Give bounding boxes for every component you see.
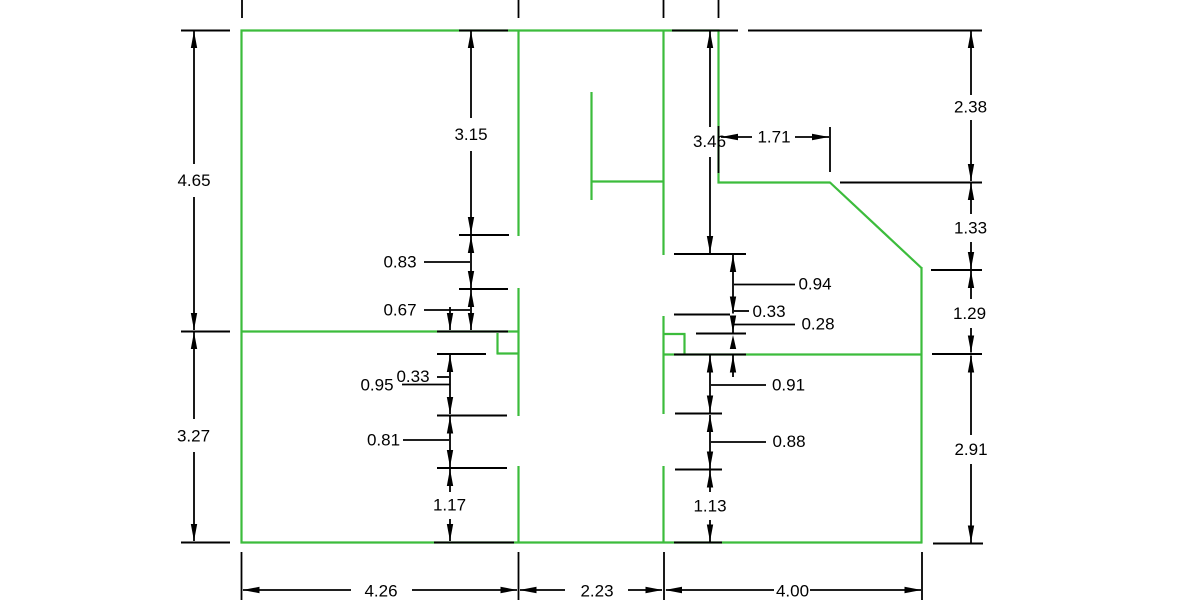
svg-text:1.71: 1.71: [757, 128, 790, 147]
svg-text:0.33: 0.33: [752, 302, 785, 321]
svg-text:0.91: 0.91: [772, 376, 805, 395]
svg-text:0.81: 0.81: [367, 431, 400, 450]
svg-text:1.33: 1.33: [954, 219, 987, 238]
svg-text:0.88: 0.88: [772, 432, 805, 451]
svg-text:1.29: 1.29: [953, 304, 986, 323]
svg-text:1.13: 1.13: [693, 497, 726, 516]
svg-text:4.00: 4.00: [776, 582, 809, 601]
svg-text:0.67: 0.67: [383, 301, 416, 320]
svg-text:3.15: 3.15: [454, 125, 487, 144]
svg-text:4.65: 4.65: [177, 171, 210, 190]
svg-text:0.83: 0.83: [383, 253, 416, 272]
svg-text:2.38: 2.38: [954, 98, 987, 117]
svg-text:1.17: 1.17: [433, 496, 466, 515]
svg-text:3.46: 3.46: [693, 132, 726, 151]
svg-text:4.26: 4.26: [364, 582, 397, 601]
svg-text:0.94: 0.94: [798, 275, 831, 294]
svg-text:3.27: 3.27: [177, 427, 210, 446]
svg-text:0.28: 0.28: [801, 315, 834, 334]
svg-text:2.23: 2.23: [580, 582, 613, 601]
svg-text:0.33: 0.33: [396, 367, 429, 386]
svg-text:0.95: 0.95: [360, 376, 393, 395]
svg-text:2.91: 2.91: [954, 440, 987, 459]
